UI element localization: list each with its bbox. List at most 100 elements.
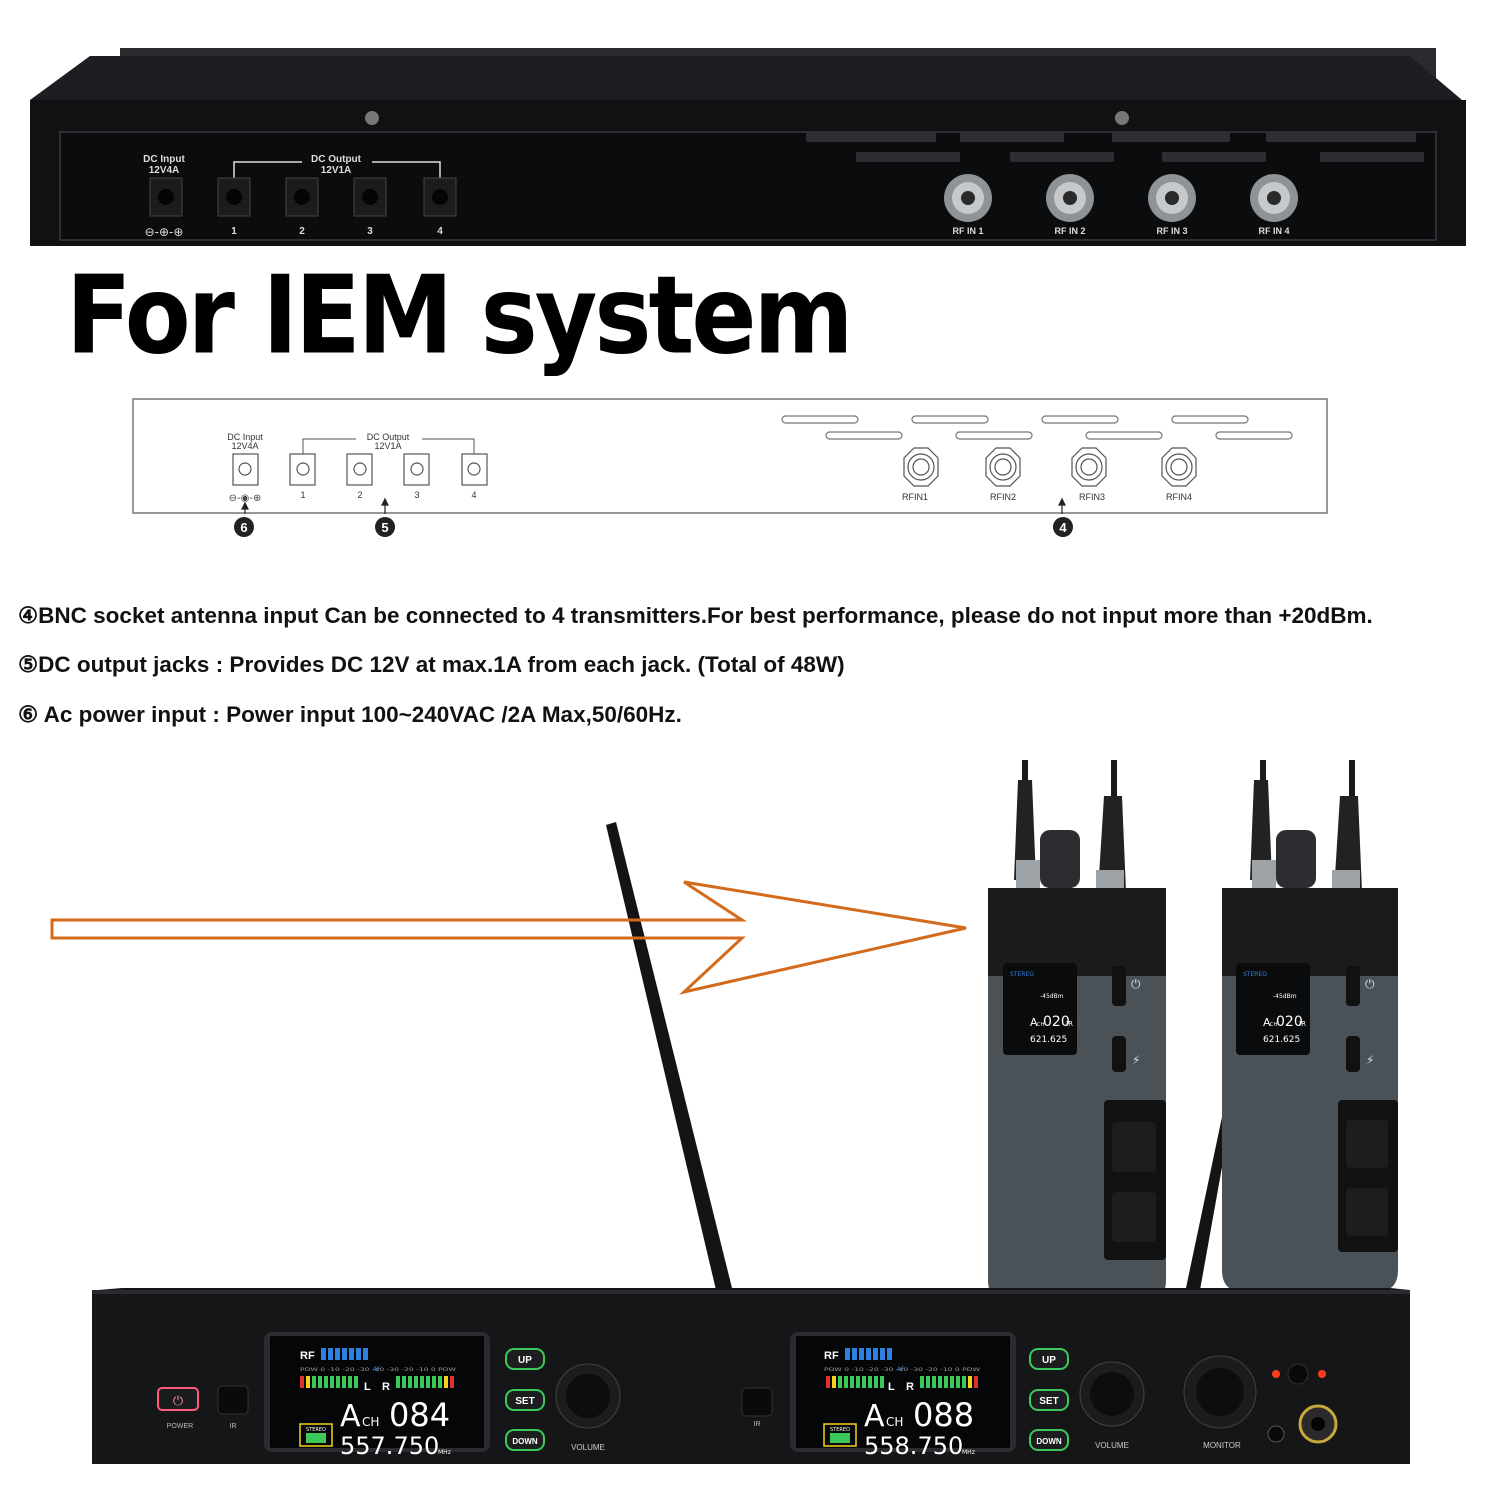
channel-group: A — [340, 1399, 361, 1434]
rf-label: RF — [824, 1350, 839, 1362]
set-button[interactable] — [1029, 1389, 1069, 1411]
down-label: DOWN — [1036, 1437, 1062, 1446]
power-icon: ⏻ — [1365, 977, 1375, 991]
bnc-connector[interactable] — [1071, 447, 1107, 487]
channel-number: 084 — [389, 1396, 450, 1434]
rf-input-label: RF IN 1 — [952, 226, 983, 236]
screw-icon — [1115, 111, 1129, 125]
lcd-screen — [270, 1336, 484, 1448]
bnc-connector[interactable] — [1250, 174, 1298, 222]
lcd-screen — [796, 1336, 1010, 1448]
dc-output-rating: 12V1A — [374, 441, 401, 451]
power-button[interactable] — [157, 1387, 199, 1411]
transmitter-antenna — [606, 822, 732, 1290]
dc-output-port-number: 3 — [414, 490, 419, 500]
description-dc-output: ⑤DC output jacks : Provides DC 12V at ma… — [18, 652, 845, 677]
dc-output-jack[interactable] — [346, 453, 373, 486]
dc-input-jack[interactable] — [149, 177, 183, 217]
rf-input-label: RFIN2 — [990, 492, 1016, 502]
af-meter-left — [300, 1376, 358, 1388]
bodypack-group: A — [1263, 1016, 1271, 1029]
af-meter-right — [396, 1376, 454, 1388]
dc-output-jack[interactable] — [217, 177, 251, 217]
dc-output-port-number: 4 — [437, 226, 443, 237]
dc-output-jack[interactable] — [423, 177, 457, 217]
set-button[interactable] — [505, 1389, 545, 1411]
callout-arrow — [381, 497, 389, 506]
channel-frequency: 557.750 — [340, 1432, 439, 1460]
dc-input-jack[interactable] — [232, 453, 259, 486]
dc-output-port-number: 2 — [357, 490, 362, 500]
stereo-label: STEREO — [306, 1427, 326, 1433]
ir-window — [217, 1385, 249, 1415]
stereo-icon — [306, 1433, 326, 1443]
rf-meter — [845, 1348, 892, 1360]
description-bnc-input: ④BNC socket antenna input Can be connect… — [18, 603, 1373, 628]
stereo-icon — [830, 1433, 850, 1443]
channel-ch-label: CH — [362, 1415, 379, 1429]
volume-label: VOLUME — [571, 1443, 605, 1452]
bodypack-frequency: 621.625 — [1030, 1035, 1067, 1045]
dc-output-jack[interactable] — [461, 453, 488, 486]
bodypack-receiver: STEREO -45dBm A CH 020 IR 621.625 ⏻ ⚡ — [1222, 760, 1398, 1292]
dc-output-rating: 12V1A — [321, 165, 352, 176]
up-label: UP — [518, 1355, 532, 1366]
ir-label: IR — [230, 1423, 237, 1430]
monitor-label: MONITOR — [1203, 1441, 1241, 1450]
right-channel-label: R — [382, 1381, 390, 1393]
up-button[interactable] — [505, 1348, 545, 1370]
meter-scale: PDW 0 -10 -20 -30 -40 -30 -20 -10 0 PDW — [824, 1367, 980, 1372]
iem-transmitter: ⏻ POWER IR RF AF PDW 0 -10 -20 -30 -40 -… — [92, 1288, 1410, 1464]
bnc-connector[interactable] — [1148, 174, 1196, 222]
dc-output-jack[interactable] — [285, 177, 319, 217]
rear-panel-photo: DC Input 12V4A DC Output 12V1A ⊖-⊕-⊕ 1 2… — [30, 48, 1466, 246]
callout-number: 6 — [240, 520, 247, 535]
callout-badge — [234, 517, 254, 537]
dc-output-jack[interactable] — [403, 453, 430, 486]
dc-output-port-number: 1 — [300, 490, 305, 500]
dc-output-jack[interactable] — [353, 177, 387, 217]
indicator-led — [1272, 1370, 1280, 1378]
down-label: DOWN — [512, 1437, 538, 1446]
signal-arrow — [50, 880, 967, 995]
bnc-connector[interactable] — [944, 174, 992, 222]
callout-number: 4 — [1059, 520, 1067, 535]
rear-panel-line-drawing: DC Input 12V4A DC Output 12V1A ⊖-◉-⊕ 1 2… — [132, 398, 1328, 537]
charge-icon: ⚡ — [1366, 1053, 1374, 1067]
rf-input-label: RF IN 4 — [1258, 226, 1289, 236]
monitor-button[interactable] — [1287, 1363, 1309, 1385]
af-label: AF — [373, 1366, 381, 1373]
bnc-connector[interactable] — [985, 447, 1021, 487]
ir-label: IR — [754, 1421, 761, 1428]
callout-arrow — [241, 501, 249, 510]
rf-input-label: RF IN 2 — [1054, 226, 1085, 236]
rf-input-label: RF IN 3 — [1156, 226, 1187, 236]
dc-output-jack[interactable] — [289, 453, 316, 486]
bodypack-signal: -45dBm — [1040, 993, 1064, 1000]
dc-output-label: DC Output — [367, 432, 410, 442]
polarity-symbol: ⊖-◉-⊕ — [229, 493, 262, 504]
bodypack-ch-label: CH — [1270, 1022, 1277, 1028]
bodypack-receiver: STEREO -45dBm A CH 020 IR 621.625 ⏻ ⚡ — [988, 760, 1166, 1302]
down-button[interactable] — [505, 1429, 545, 1451]
indicator-led — [1318, 1370, 1326, 1378]
bodypack-mode: STEREO — [1010, 971, 1034, 978]
down-button[interactable] — [1029, 1429, 1069, 1451]
bnc-connector[interactable] — [1046, 174, 1094, 222]
callout-badge — [375, 517, 395, 537]
rf-label: RF — [300, 1350, 315, 1362]
rf-input-label: RFIN1 — [902, 492, 928, 502]
bodypack-ir: IR — [1299, 1020, 1306, 1028]
bodypack-ch-label: CH — [1037, 1022, 1044, 1028]
dc-output-port-number: 1 — [231, 226, 237, 237]
vent-outlines — [781, 415, 1293, 440]
rf-meter — [321, 1348, 368, 1360]
bodypack-channel: 020 — [1043, 1014, 1070, 1030]
frequency-unit: MHz — [438, 1449, 451, 1456]
bnc-connector[interactable] — [1161, 447, 1197, 487]
dc-input-label: DC Input — [227, 432, 263, 442]
up-button[interactable] — [1029, 1348, 1069, 1370]
bnc-connector[interactable] — [903, 447, 939, 487]
ir-window — [741, 1387, 773, 1417]
af-label: AF — [897, 1366, 905, 1373]
